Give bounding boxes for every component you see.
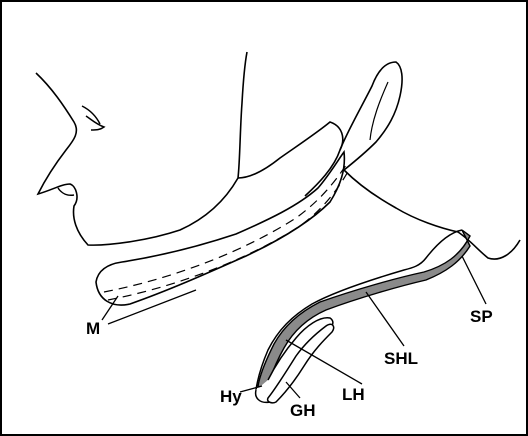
nose-detail	[58, 188, 74, 195]
label-m: M	[86, 319, 100, 338]
leader-line-shl	[366, 292, 404, 346]
ear-inner-curve	[370, 82, 388, 140]
label-shl: SHL	[384, 349, 418, 368]
leader-line-sp	[462, 256, 486, 304]
ear-outline	[340, 62, 402, 170]
label-sp: SP	[470, 307, 493, 326]
eye-outline	[82, 106, 104, 130]
leader-line-gh	[286, 382, 300, 398]
label-lh: LH	[342, 385, 365, 404]
mandible-outline	[96, 152, 344, 305]
label-hy: Hy	[220, 387, 242, 406]
label-gh: GH	[290, 401, 316, 420]
neck-back-outline	[344, 170, 520, 259]
face-profile-outline	[36, 52, 247, 245]
